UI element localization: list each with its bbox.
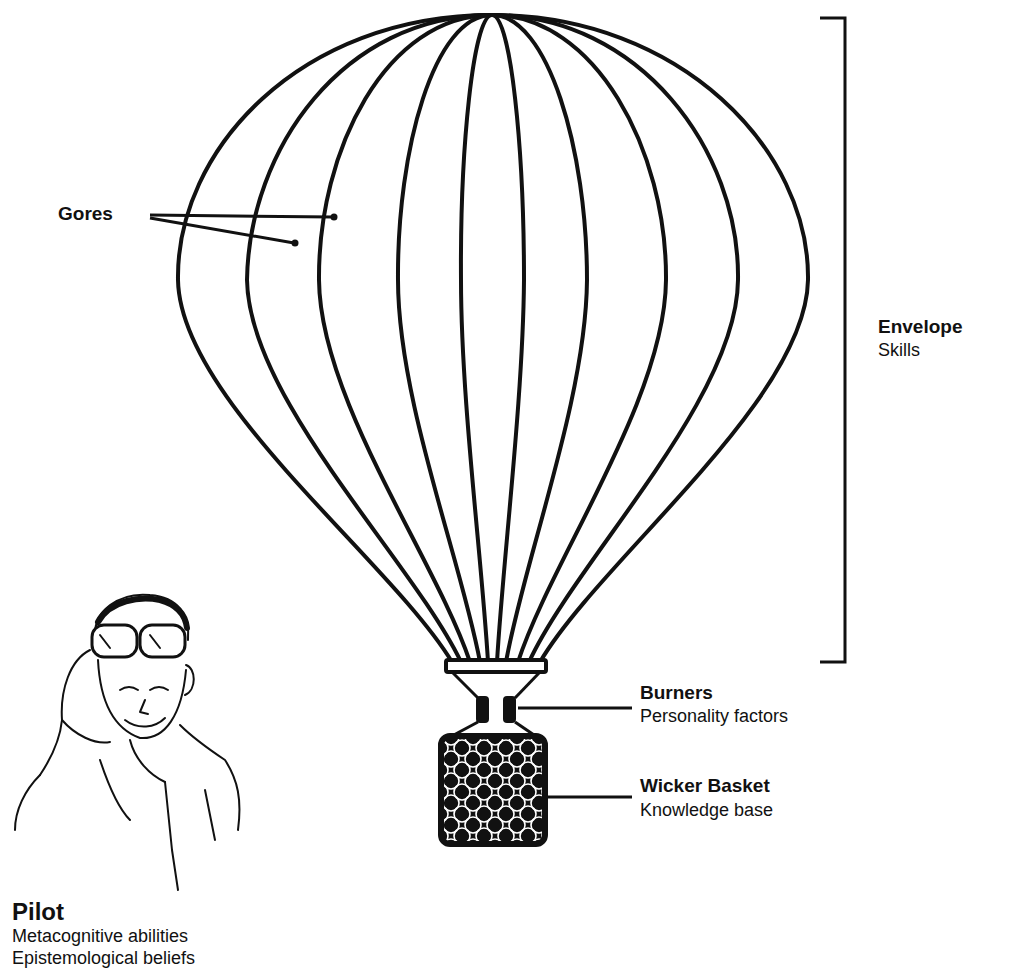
burner: [503, 696, 516, 723]
part-meaning: Skills: [878, 340, 920, 361]
envelope-bracket: [820, 18, 845, 662]
part-name: Gores: [58, 203, 113, 225]
wicker-basket: [441, 736, 545, 844]
part-name: Burners: [640, 682, 713, 704]
envelope-gores: [178, 15, 808, 662]
pilot-sketch: [15, 595, 239, 890]
leader-lines: [150, 214, 632, 798]
balloon-ropes: [450, 672, 540, 737]
part-name: Pilot: [12, 898, 64, 926]
part-meaning: Personality factors: [640, 706, 788, 727]
part-meaning: Knowledge base: [640, 800, 773, 821]
balloon-ring: [446, 660, 546, 672]
part-name: Wicker Basket: [640, 775, 770, 797]
burner: [476, 696, 489, 723]
part-name: Envelope: [878, 316, 962, 338]
part-meaning: Metacognitive abilities: [12, 926, 188, 947]
part-meaning: Epistemological beliefs: [12, 948, 195, 969]
